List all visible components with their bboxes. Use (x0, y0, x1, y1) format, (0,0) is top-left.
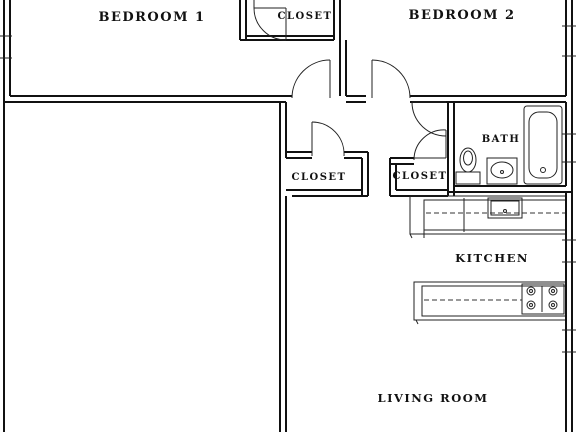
bedroom-1-label: BEDROOM 1 (98, 10, 205, 25)
closet-top-label: CLOSET (278, 11, 333, 22)
kitchen-label: KITCHEN (455, 251, 529, 265)
closet-mid-right: CLOSET (389, 129, 455, 197)
living-room: LIVING ROOM (378, 391, 489, 405)
living-room-label: LIVING ROOM (378, 391, 489, 405)
stove (521, 283, 565, 315)
closet-mid-right-label: CLOSET (393, 171, 448, 182)
kitchen-sink (487, 197, 523, 219)
bathtub (523, 105, 563, 185)
bath-label: BATH (482, 134, 521, 145)
closet-mid-left: CLOSET (286, 121, 369, 197)
sink (486, 157, 518, 185)
bedroom-2: BEDROOM 2 (339, 0, 576, 103)
kitchen: KITCHEN (409, 192, 576, 432)
closet-top: CLOSET (240, 0, 341, 41)
closet-mid-left-label: CLOSET (292, 172, 347, 183)
bedroom-2-label: BEDROOM 2 (408, 8, 515, 23)
bedroom-1: BEDROOM 1 (0, 0, 292, 103)
hallway (279, 59, 331, 432)
bath: BATH (411, 101, 576, 193)
toilet (455, 147, 481, 185)
